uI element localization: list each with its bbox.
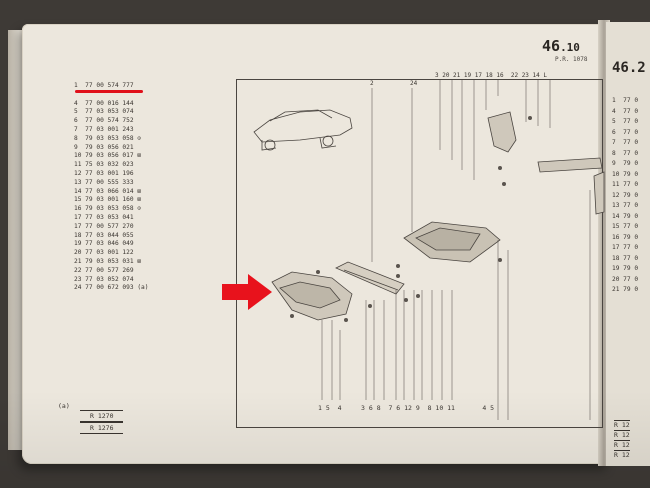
footer-right-references: R 12 R 12 R 12 R 12: [614, 420, 630, 460]
footer-note: (a): [58, 402, 70, 410]
parts-list-row: 14 77 03 066 014 ⊠: [74, 187, 142, 195]
footer-right-ref-1: R 12: [614, 420, 630, 429]
bolt-markers: [290, 116, 532, 322]
footer-references: (a) R 1270 R 1276: [58, 402, 124, 434]
footer-right-ref-2: R 12: [614, 430, 630, 439]
footer-right-ref-3: R 12: [614, 440, 630, 449]
car-silhouette-icon: [253, 109, 353, 151]
parts-list-row: 12 79 0: [612, 191, 639, 199]
parts-list-row: 17 77 0: [612, 244, 639, 251]
parts-list-row: 15 77 0: [612, 223, 639, 230]
parts-list-row: 11 77 0: [612, 181, 639, 188]
highlight-underline: [75, 90, 143, 93]
parts-list-row: 12 77 03 001 196: [74, 169, 134, 177]
parts-list-row: 6 77 00 574 752: [74, 117, 134, 125]
page-stack-edge: [8, 30, 26, 450]
leader-lines: [321, 80, 591, 420]
right-page-number: 46.2: [612, 60, 646, 76]
parts-list-row: 1 77 00 574 777: [74, 82, 134, 89]
red-arrow-right-icon: [222, 274, 272, 310]
parts-list-row: 10 79 0: [612, 170, 639, 178]
parts-list-row: 18 77 03 044 055: [74, 231, 134, 239]
callout-24: 24: [410, 80, 418, 87]
exploded-diagram-frame: [236, 79, 603, 428]
parts-list-row: 8 77 0: [612, 149, 639, 157]
parts-list-row: 16 79 0: [612, 233, 639, 241]
parts-list-row: 18 77 0: [612, 254, 639, 262]
parts-list-row: 17 77 03 053 041: [74, 213, 134, 221]
parts-list-row: 7 77 03 001 243: [74, 125, 134, 133]
parts-list-row: 4 77 0: [612, 107, 639, 115]
parts-list-row: 9 79 0: [612, 160, 639, 167]
parts-list-row: 10 79 03 056 017 ⊠: [74, 152, 142, 160]
parts-list-row: 5 77 0: [612, 118, 639, 125]
catalog-page-right: [606, 22, 650, 466]
bracket-icon: [487, 111, 605, 215]
parts-list-row: 19 77 03 046 049: [74, 240, 134, 248]
crossmember-icon: [335, 261, 405, 295]
parts-list-row: 14 79 0: [612, 212, 639, 220]
parts-list-row: 15 79 03 001 160 ⊠: [74, 196, 142, 204]
parts-list-row: 22 77 00 577 269: [74, 266, 134, 274]
parts-list-row: 16 79 03 053 058 ⊙: [74, 205, 142, 213]
parts-list-row: 19 79 0: [612, 265, 639, 272]
footer-ref-2: R 1276: [80, 422, 124, 434]
engine-undertray-icon: [403, 221, 501, 263]
parts-list-row: 21 79 03 053 031 ⊠: [74, 257, 142, 265]
catalog-page-left: [22, 24, 610, 464]
parts-list-row: 11 75 03 032 023: [74, 161, 134, 169]
callouts-top: 3 20 21 19 17 18 16 22 23 14 L: [435, 72, 547, 79]
parts-list-row: 6 77 0: [612, 128, 639, 136]
footer-right-ref-4: R 12: [614, 450, 630, 459]
callouts-bottom: 1 5 4 3 6 8 7 6 12 9 8 10 11 4 5: [318, 404, 495, 412]
parts-list-row: 1 77 0: [612, 97, 639, 104]
parts-list-row: 13 77 0: [612, 202, 639, 209]
pr-reference: P.R. 1078: [555, 56, 588, 63]
parts-list-row: 24 77 00 672 093 (a): [74, 284, 149, 292]
right-parts-list: 1 77 0 4 77 0 5 77 0 6 77 0 7 77 0 8 77 0 9 79…: [612, 96, 638, 296]
parts-list-row: 17 77 00 577 270: [74, 222, 134, 230]
footer-ref-1: R 1270: [80, 410, 124, 422]
parts-list-row: 21 79 0: [612, 286, 639, 293]
block-number: 46.10: [542, 37, 580, 55]
parts-list-row: 5 77 03 053 074: [74, 108, 134, 116]
parts-list-row: 23 77 03 052 074: [74, 275, 134, 283]
parts-list-row: 9 79 03 056 021: [74, 143, 134, 151]
callout-2: 2: [370, 80, 374, 87]
parts-list-row: 4 77 00 016 144: [74, 99, 134, 107]
parts-list-row: 13 77 00 555 333: [74, 178, 134, 186]
parts-list-row: 20 77 0: [612, 275, 639, 283]
underbody-shield-icon: [271, 271, 353, 321]
parts-list-row: 8 79 03 053 058 ⊙: [74, 134, 142, 142]
parts-list-row: 20 77 03 001 122: [74, 249, 134, 257]
parts-list-row: 7 77 0: [612, 139, 639, 146]
